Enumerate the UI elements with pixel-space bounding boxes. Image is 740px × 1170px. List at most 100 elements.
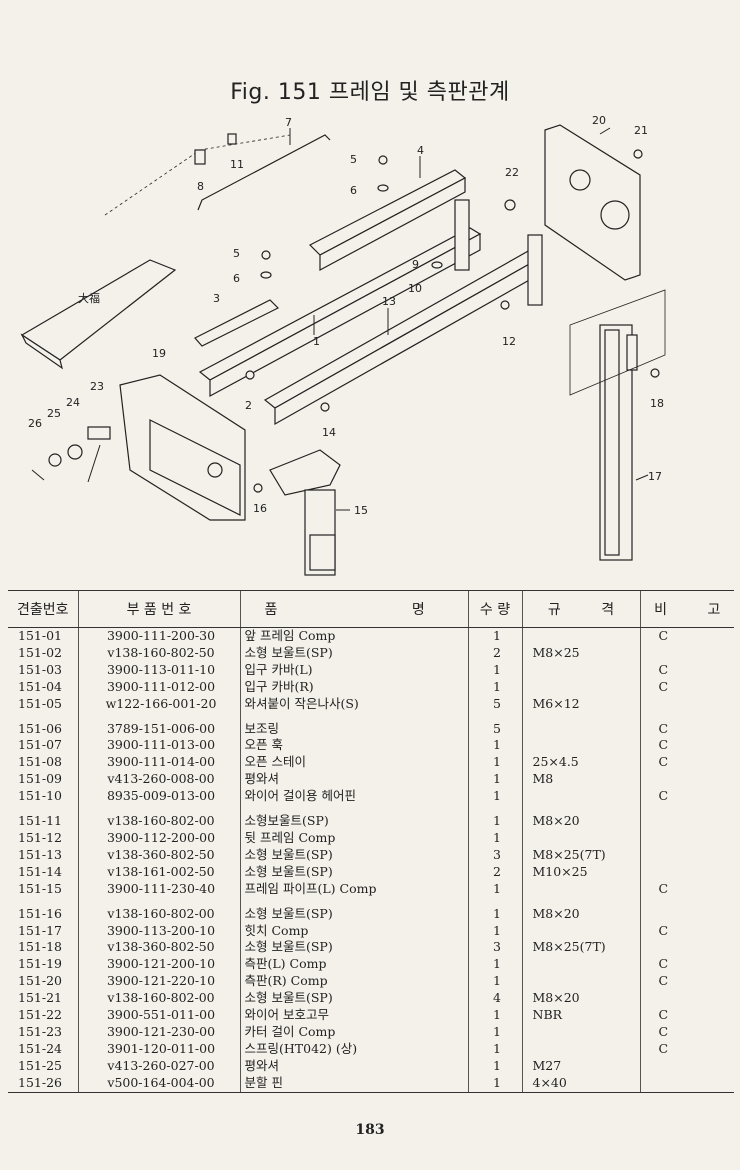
cell-qty: 1	[467, 1007, 522, 1024]
cell-spec: M8×25(7T)	[521, 939, 640, 957]
cell-note	[639, 846, 734, 864]
cell-qty: 1	[467, 956, 522, 974]
cell-qty: 1	[467, 805, 522, 830]
cover-plate: 大福	[20, 259, 177, 370]
cell-qty: 1	[467, 973, 522, 991]
side-plate-right	[544, 124, 641, 281]
cell-note: C	[639, 973, 734, 991]
cell-spec: 4×40	[521, 1074, 640, 1092]
cell-note	[639, 863, 734, 881]
cutter-hook-assembly	[31, 426, 111, 483]
callout-9: 9	[412, 258, 419, 271]
cell-pos: 151-19	[18, 956, 62, 972]
cell-name: 입구 카바(L)	[239, 661, 468, 679]
cell-pos: 151-22	[18, 1007, 62, 1023]
cell-pos: 151-24	[18, 1040, 62, 1056]
callout-2: 2	[245, 399, 252, 412]
cell-name: 소형 보울트(SP)	[239, 897, 468, 923]
cell-note: C	[639, 788, 734, 806]
callout-3: 3	[213, 292, 220, 305]
cell-note: C	[639, 956, 734, 974]
cell-qty: 1	[467, 1040, 522, 1058]
cell-part: v413-260-027-00	[77, 1057, 240, 1075]
cell-part: w122-166-001-20	[77, 695, 240, 713]
clip-8	[194, 149, 206, 165]
bolt-14	[320, 402, 330, 412]
washer-9	[431, 261, 443, 269]
table-bottom-rule	[8, 1091, 734, 1093]
callout-15: 15	[354, 504, 368, 517]
cell-part: v138-160-802-00	[77, 805, 240, 830]
cell-name: 카터 걸이 Comp	[239, 1023, 468, 1041]
cell-spec: 25×4.5	[521, 754, 640, 772]
callout-10: 10	[408, 282, 422, 295]
cell-qty: 3	[467, 939, 522, 957]
cell-pos: 151-17	[18, 922, 62, 938]
cell-qty: 5	[467, 712, 522, 738]
cell-spec	[521, 1040, 640, 1058]
callout-6a: 6	[350, 184, 357, 197]
cell-note	[639, 1074, 734, 1092]
ring-6b	[260, 271, 272, 279]
callout-13: 13	[382, 295, 396, 308]
cell-name: 소형보울트(SP)	[239, 805, 468, 830]
entry-cover-l	[194, 299, 280, 347]
callout-22: 22	[505, 166, 519, 179]
cell-spec	[521, 737, 640, 755]
cell-spec: M8×25(7T)	[521, 846, 640, 864]
cell-pos: 151-20	[18, 973, 62, 989]
cell-pos: 151-01	[18, 628, 62, 643]
header-qty: 수 량	[467, 590, 522, 628]
cell-spec	[521, 880, 640, 898]
cell-note: C	[639, 754, 734, 772]
cell-part: v138-160-802-50	[77, 644, 240, 662]
frame-pipe	[269, 449, 341, 576]
cell-pos: 151-12	[18, 829, 62, 845]
cell-part: 3900-551-011-00	[77, 1007, 240, 1024]
cell-spec	[521, 973, 640, 991]
cell-qty: 1	[467, 922, 522, 940]
header-part: 부 품 번 호	[77, 590, 240, 628]
cell-part: 3900-111-014-00	[77, 754, 240, 772]
cell-name: 평와셔	[239, 1057, 468, 1075]
cell-pos: 151-11	[18, 813, 62, 829]
ring-6a	[377, 184, 389, 192]
cell-name: 힛치 Comp	[239, 922, 468, 940]
cell-qty: 1	[467, 1074, 522, 1092]
cell-spec: M6×12	[521, 695, 640, 713]
cell-spec: M8	[521, 771, 640, 789]
cell-part: v138-161-002-50	[77, 863, 240, 881]
cell-pos: 151-05	[18, 695, 62, 711]
cell-name: 측판(R) Comp	[239, 973, 468, 991]
cell-note	[639, 805, 734, 830]
header-pos: 견출번호	[8, 590, 78, 628]
callout-12: 12	[502, 335, 516, 348]
cell-pos: 151-08	[18, 754, 62, 770]
cell-name: 오픈 스테이	[239, 754, 468, 772]
cell-note: C	[639, 1007, 734, 1024]
cell-note	[639, 939, 734, 957]
cell-spec	[521, 788, 640, 806]
cell-pos: 151-25	[18, 1057, 62, 1073]
callout-25: 25	[47, 407, 61, 420]
cell-name: 스프링(HT042) (상)	[239, 1040, 468, 1058]
cell-name: 측판(L) Comp	[239, 956, 468, 974]
cell-part: v138-160-802-00	[77, 990, 240, 1008]
callout-14: 14	[322, 426, 336, 439]
cell-spec: M8×20	[521, 805, 640, 830]
cell-note	[639, 644, 734, 662]
cell-qty: 1	[467, 627, 522, 645]
cell-name: 와셔붙이 작은나사(S)	[239, 695, 468, 713]
